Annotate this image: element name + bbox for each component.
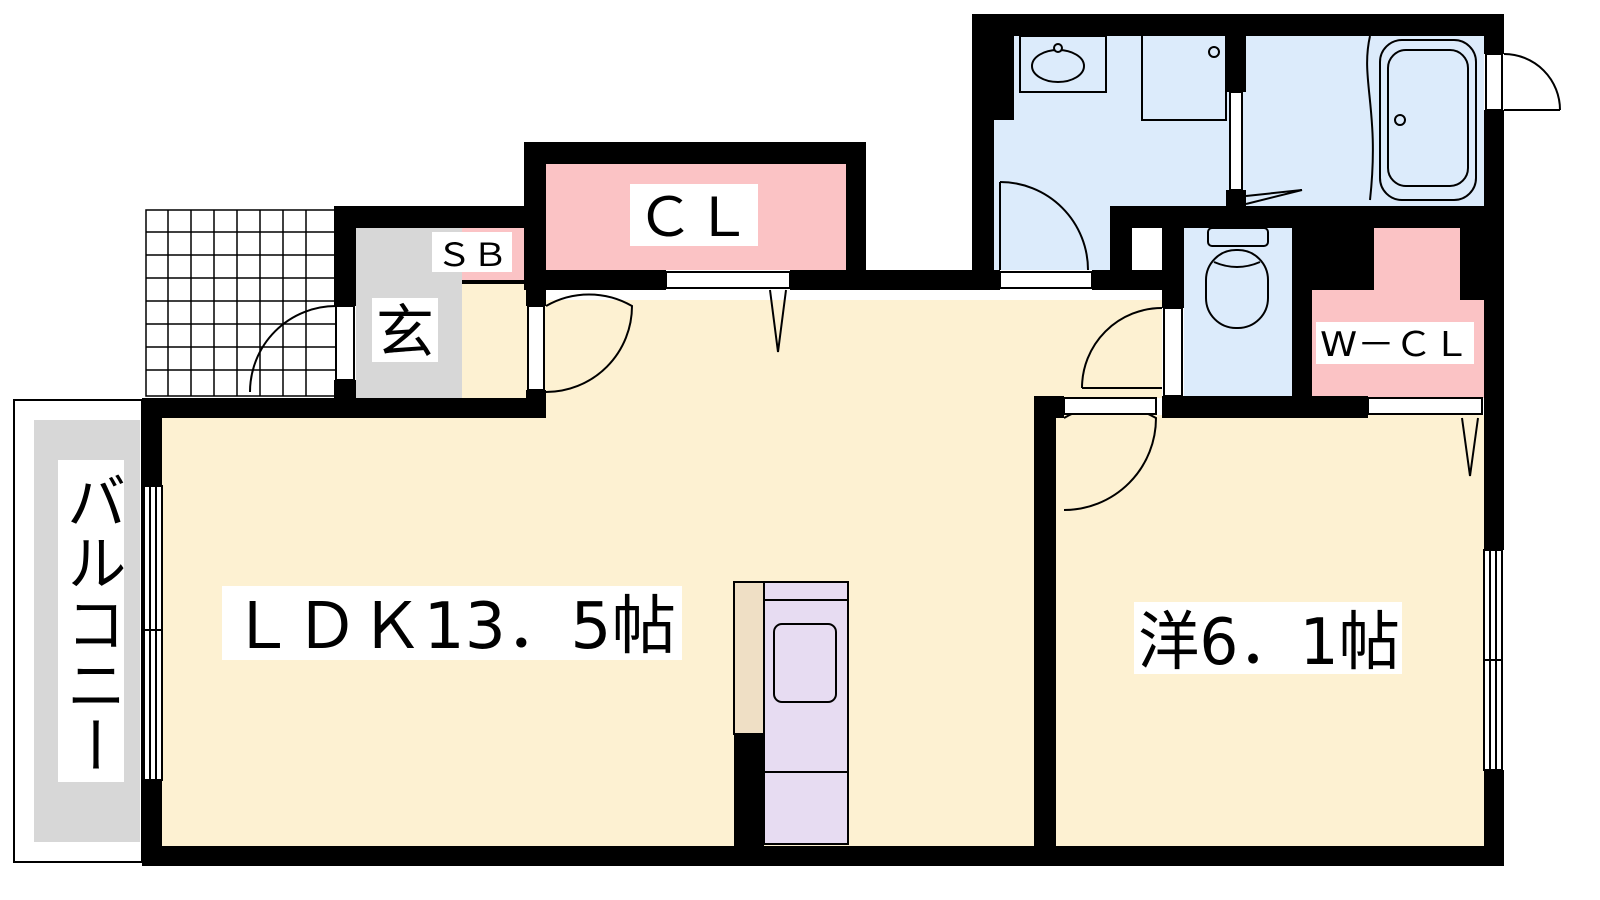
washroom-floor-lower: [994, 200, 1114, 270]
ldk-label: ＬＤＫ13．5帖: [230, 590, 676, 664]
entrance-label: 玄: [376, 298, 434, 366]
fixtures: [764, 35, 1477, 773]
western-room-label: 洋6．1帖: [1138, 606, 1400, 680]
kitchen-unit: [763, 581, 849, 845]
windows: [143, 485, 1503, 781]
shoe-box-label: ＳＢ: [436, 236, 508, 274]
hall-floor: [462, 280, 528, 400]
walls: [142, 14, 1504, 866]
kitchen-sink: [773, 623, 837, 703]
closet-label: ＣＬ: [636, 186, 752, 249]
walk-in-closet-label: W－ＣＬ: [1320, 325, 1470, 365]
porch-tile-grid: [145, 209, 337, 397]
toilet-tank: [1207, 227, 1269, 247]
kitchen-counter: [733, 581, 765, 735]
ldk-floor: [162, 300, 1162, 848]
balcony-label: バルコニー: [56, 470, 126, 776]
room-labels: ＬＤＫ13．5帖 洋6．1帖 ＣＬ ＳＢ 玄 W－ＣＬ バルコニー: [56, 184, 1474, 782]
doors: [249, 53, 1561, 511]
toilet-bowl: [1205, 249, 1269, 329]
